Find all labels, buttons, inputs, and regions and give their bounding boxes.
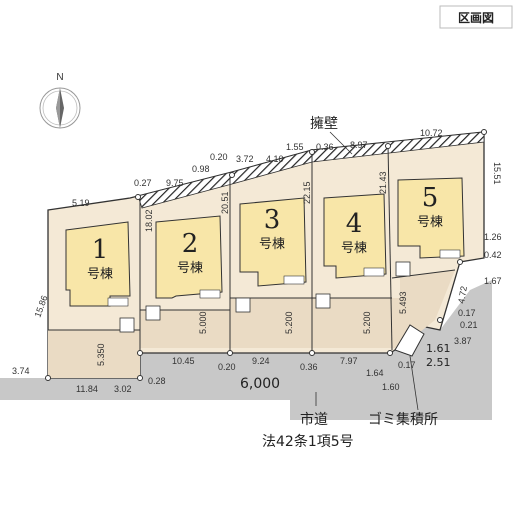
dim-1-60: 1.60 (382, 382, 400, 392)
road-width: 6,000 (240, 376, 280, 392)
dim-3-87: 3.87 (454, 336, 472, 346)
retaining-wall-label: 擁壁 (310, 116, 338, 132)
entrance-markers (107, 249, 461, 307)
dim-0-17a: 0.17 (458, 308, 476, 318)
dim-9-24: 9.24 (252, 356, 270, 366)
boundary-points (45, 129, 487, 381)
house-footprints (65, 177, 465, 307)
dim-0-27: 0.27 (134, 178, 152, 188)
dim-10-45: 10.45 (172, 356, 195, 366)
lot-labels: 1 号棟 2 号棟 3 号棟 4 号棟 5 号棟 (87, 183, 443, 282)
dim-5-000: 5.000 (198, 311, 208, 334)
lot-number-1: 1 (92, 235, 109, 265)
dim-9-75: 9.75 (166, 178, 184, 188)
garbage-area (394, 324, 425, 357)
road-label-callout: 市道 (300, 392, 328, 428)
dim-1-55: 1.55 (286, 142, 304, 152)
house-3 (239, 197, 307, 287)
dim-3-74: 3.74 (12, 366, 30, 376)
page-title: 区画図 (458, 11, 494, 25)
house-4 (323, 193, 387, 279)
dim-10-72: 10.72 (420, 128, 443, 138)
dim-2-51: 2.51 (426, 356, 451, 369)
dim-5-19: 5.19 (72, 198, 90, 208)
retaining-wall (137, 131, 485, 209)
dim-1-61: 1.61 (426, 342, 451, 355)
dim-15-86: 15.86 (32, 294, 49, 319)
dim-1-64: 1.64 (366, 368, 384, 378)
dimension-labels: 5.19 0.27 9.75 0.98 0.20 3.72 4.10 1.55 … (12, 128, 502, 394)
dim-0-28: 0.28 (148, 376, 166, 386)
lot-suffix-1: 号棟 (87, 267, 113, 282)
dim-0-20-top: 0.20 (210, 152, 228, 162)
road-legal-label: 法42条1項5号 (262, 433, 354, 450)
dim-11-84: 11.84 (76, 384, 98, 394)
dim-18-02: 18.02 (144, 209, 154, 232)
dim-4-72: 4.72 (456, 285, 469, 304)
dim-0-98: 0.98 (192, 164, 210, 174)
road-area (0, 280, 492, 420)
lot-suffix-5: 号棟 (417, 215, 443, 230)
dim-5-200b: 5.200 (362, 311, 372, 334)
title-box: 区画図 (439, 5, 513, 29)
dim-0-42: 0.42 (484, 250, 502, 260)
dim-8-97: 8.97 (350, 140, 368, 150)
road-label: 市道 (300, 411, 328, 428)
dim-22-15: 22.15 (302, 181, 312, 204)
dim-4-10: 4.10 (266, 154, 284, 164)
dim-0-20-bot: 0.20 (218, 362, 236, 372)
dim-21-43: 21.43 (378, 171, 388, 194)
dim-7-97: 7.97 (340, 356, 358, 366)
dim-3-02: 3.02 (114, 384, 132, 394)
retaining-wall-callout: 擁壁 (310, 116, 353, 155)
lot-suffix-2: 号棟 (177, 261, 203, 276)
dim-5-350: 5.350 (96, 343, 106, 366)
lot-suffix-3: 号棟 (259, 237, 285, 252)
dim-1-26: 1.26 (484, 232, 502, 242)
north-compass-icon: N (39, 72, 81, 129)
dim-5-493: 5.493 (398, 291, 408, 314)
house-5 (397, 177, 465, 259)
garbage-callout: ゴミ集積所 (368, 355, 438, 428)
step-markers (119, 261, 411, 333)
lot-number-2: 2 (182, 229, 199, 259)
garbage-label: ゴミ集積所 (368, 411, 438, 428)
lot-number-3: 3 (264, 205, 281, 235)
dim-15-51: 15.51 (492, 162, 502, 185)
dim-0-21: 0.21 (460, 320, 478, 330)
lot-number-5: 5 (422, 183, 439, 213)
dim-5-200a: 5.200 (284, 311, 294, 334)
dim-20-51: 20.51 (220, 191, 230, 214)
lot-suffix-4: 号棟 (341, 241, 367, 256)
dim-0-36-top: 0.36 (316, 142, 334, 152)
lot-number-4: 4 (346, 209, 363, 239)
access-path (48, 270, 455, 378)
dim-3-72: 3.72 (236, 154, 254, 164)
house-2 (155, 215, 223, 299)
dim-1-67: 1.67 (484, 276, 502, 286)
compass-label: N (56, 72, 63, 83)
dim-0-17b: 0.17 (398, 360, 416, 370)
dim-0-36-bot: 0.36 (300, 362, 318, 372)
